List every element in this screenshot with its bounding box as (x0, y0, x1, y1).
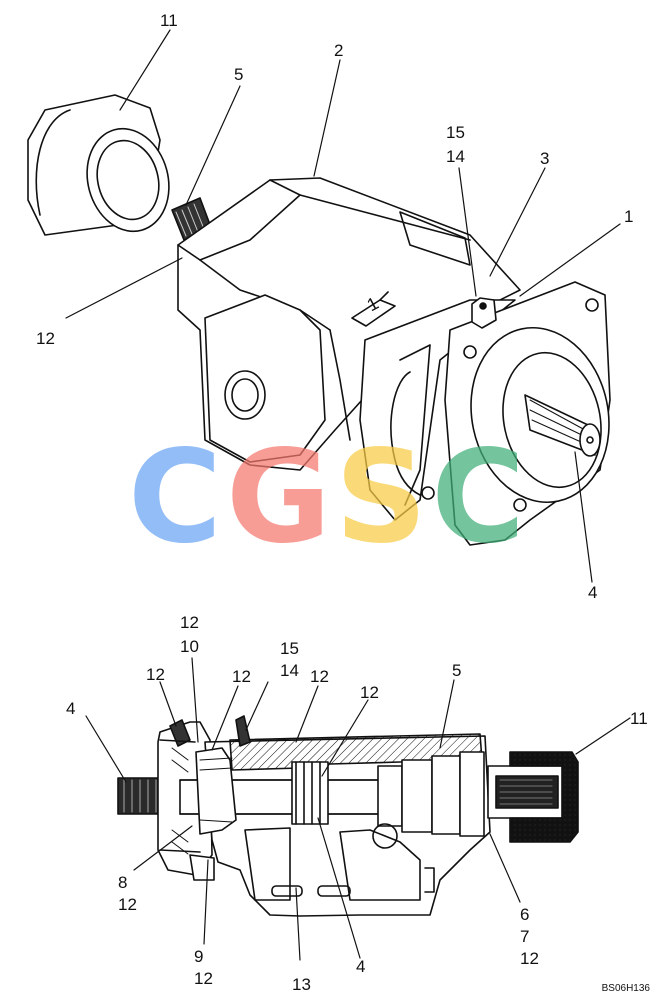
callout-5-section: 5 (452, 661, 462, 680)
callout-4-section-bottom: 4 (356, 957, 366, 976)
callout-7-section: 7 (520, 927, 530, 946)
top-leader-lines (65, 29, 621, 583)
callout-12-section-f: 12 (118, 895, 137, 914)
callout-12-section-b: 12 (146, 665, 165, 684)
callout-13-section: 13 (292, 975, 311, 994)
callout-5-top: 5 (234, 65, 244, 84)
section-leader-lines (85, 657, 631, 961)
callout-12-section-h: 12 (520, 949, 539, 968)
callout-2-top: 2 (334, 41, 344, 60)
callout-11-section: 11 (630, 709, 648, 728)
figure-reference-code: BS06H136 (601, 983, 650, 994)
section-body (179, 715, 491, 917)
callout-12-section-c: 12 (232, 667, 251, 686)
callout-12-section-e: 12 (360, 683, 379, 702)
callout-8-section: 8 (118, 873, 128, 892)
callout-4-section-left: 4 (66, 699, 76, 718)
callout-10-section: 10 (180, 637, 199, 656)
callout-12-section-a: 12 (180, 613, 199, 632)
sectioned-view (85, 657, 631, 961)
cap-part-11 (27, 94, 170, 236)
callout-12-section-d: 12 (310, 667, 329, 686)
callout-1-top: 1 (624, 207, 634, 226)
callout-15-section: 15 (280, 639, 299, 658)
callout-11-top: 11 (160, 11, 178, 30)
section-cap-part-11 (487, 751, 579, 843)
test-port-parts-14-15 (471, 297, 497, 329)
callout-12-top: 12 (36, 329, 55, 348)
callout-12-section-g: 12 (194, 969, 213, 988)
pump-housing-part-2 (177, 177, 521, 471)
callout-9-section: 9 (194, 947, 204, 966)
callout-14-top: 14 (446, 147, 465, 166)
drive-shaft-part-4 (524, 394, 601, 457)
callout-15-top: 15 (446, 123, 465, 142)
callout-6-section: 6 (520, 905, 530, 924)
callout-4-top: 4 (588, 583, 598, 602)
callout-3-top: 3 (540, 149, 550, 168)
callout-14-section: 14 (280, 661, 299, 680)
exploded-view (27, 29, 621, 583)
